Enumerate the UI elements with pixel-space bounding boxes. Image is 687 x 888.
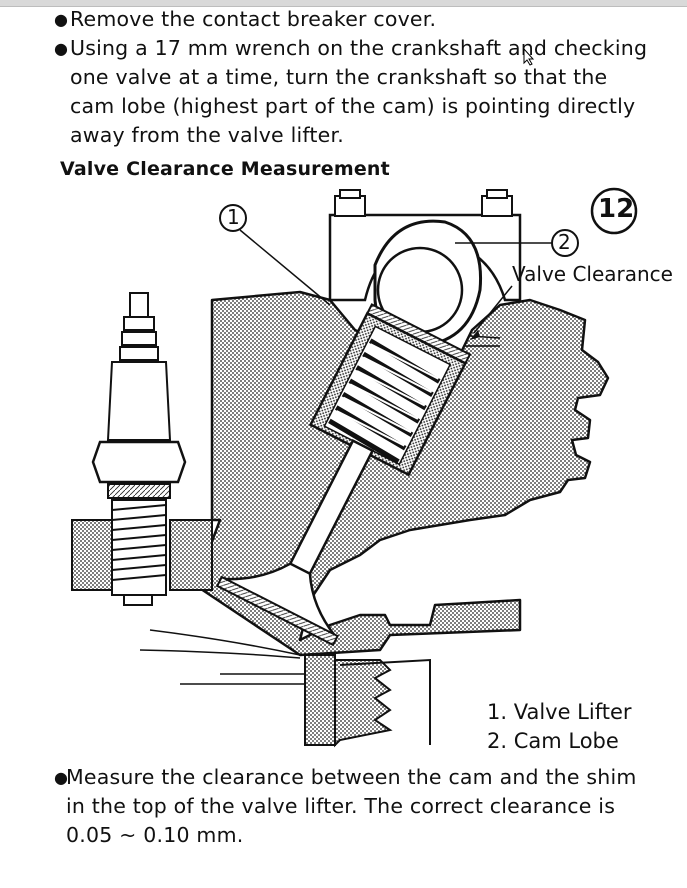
cylinder-fins: [334, 659, 393, 748]
text-line: Measure the clearance between the cam an…: [66, 765, 637, 789]
valve-lifter: [308, 311, 468, 477]
valve-spring: [328, 338, 441, 464]
figure-heading: Valve Clearance Measurement: [60, 158, 390, 180]
cylinder-block-left: [71, 519, 121, 591]
valve-lifter-shim: [365, 303, 472, 365]
cam-lobe: [373, 219, 483, 347]
camshaft: [376, 246, 464, 334]
text-line: 0.05 ~ 0.10 mm.: [66, 823, 244, 847]
cam-bearing-cap: [328, 213, 522, 302]
callout-label-1: 1: [227, 205, 240, 229]
text-line: in the top of the valve lifter. The corr…: [66, 794, 616, 818]
cap-bolt-left: [334, 195, 366, 217]
valve-clearance-label: Valve Clearance: [512, 262, 673, 286]
cylinder-wall: [304, 654, 336, 746]
legend-item-valve-lifter: 1. Valve Lifter: [487, 700, 632, 724]
spark-plug: [91, 292, 187, 606]
callout-line-1: [239, 229, 331, 306]
text-line: away from the valve lifter.: [70, 123, 344, 147]
bullet-dot: ●: [54, 10, 69, 29]
text-line: Remove the contact breaker cover.: [70, 7, 437, 31]
cylinder-block-mid: [169, 519, 213, 591]
figure-number: 12: [598, 194, 635, 224]
valve-head: [220, 562, 338, 639]
text-line: one valve at a time, turn the crankshaft…: [70, 65, 608, 89]
callout-label-2: 2: [558, 230, 571, 254]
mouse-pointer-icon: [523, 48, 535, 66]
cylinder-fins-right: [339, 658, 431, 745]
cylinder-head-body: [193, 290, 610, 657]
text-line: cam lobe (highest part of the cam) is po…: [70, 94, 636, 118]
viewer-toolbar-edge: [0, 0, 687, 7]
legend-item-cam-lobe: 2. Cam Lobe: [487, 729, 619, 753]
valve-stem: [287, 439, 375, 578]
text-line: Using a 17 mm wrench on the crankshaft a…: [70, 36, 648, 60]
bullet-dot: ●: [54, 39, 69, 58]
bullet-dot: ●: [54, 768, 69, 787]
cap-bolt-right: [481, 195, 513, 217]
